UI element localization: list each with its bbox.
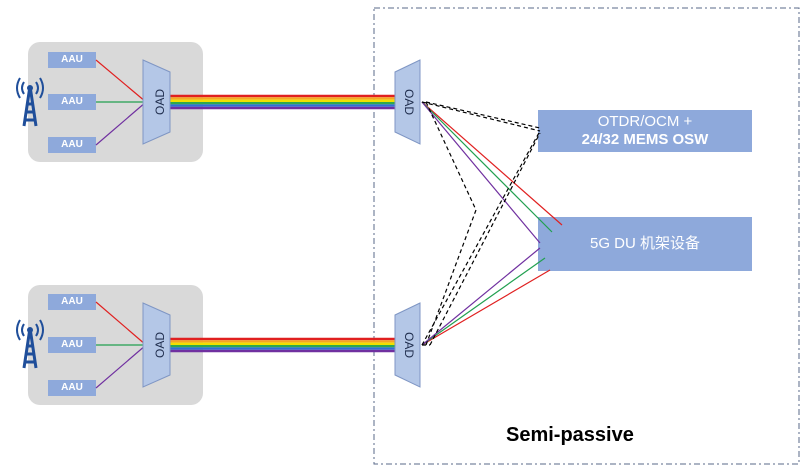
top-tower-icon (16, 77, 44, 127)
bottom-site-oad: OAD (142, 302, 171, 388)
co-bottom-oad: OAD (394, 302, 421, 388)
du-rack-box: 5G DU 机架设备 (538, 217, 752, 271)
top-aau-2: AAU (48, 94, 96, 110)
bottom-aau-3: AAU (48, 380, 96, 396)
co-top-oad-label: OAD (402, 89, 416, 115)
bottom-aau-1: AAU (48, 294, 96, 310)
monitor-links-cross (425, 101, 541, 346)
top-aau-links (95, 59, 147, 146)
otdr-box-line1: OTDR/OCM + (597, 113, 693, 130)
top-aau-1: AAU (48, 52, 96, 68)
semi-passive-label: Semi-passive (506, 424, 634, 446)
bottom-aau-links (95, 301, 147, 389)
co-bottom-oad-label: OAD (402, 332, 416, 358)
otdr-ocm-osw-box: OTDR/OCM + 24/32 MEMS OSW (538, 110, 752, 152)
co-top-oad: OAD (394, 59, 421, 145)
monitor-links (421, 101, 541, 346)
top-trunk-fiber (170, 94, 396, 110)
otdr-box-line2: 24/32 MEMS OSW (581, 131, 709, 148)
bottom-trunk-fiber (170, 337, 396, 353)
bottom-site-oad-label: OAD (153, 332, 167, 358)
bottom-tower-icon (16, 319, 44, 369)
co-to-du-links (421, 101, 563, 346)
bottom-aau-2: AAU (48, 337, 96, 353)
top-aau-3: AAU (48, 137, 96, 153)
top-site-oad-label: OAD (153, 89, 167, 115)
top-site-oad: OAD (142, 59, 171, 145)
